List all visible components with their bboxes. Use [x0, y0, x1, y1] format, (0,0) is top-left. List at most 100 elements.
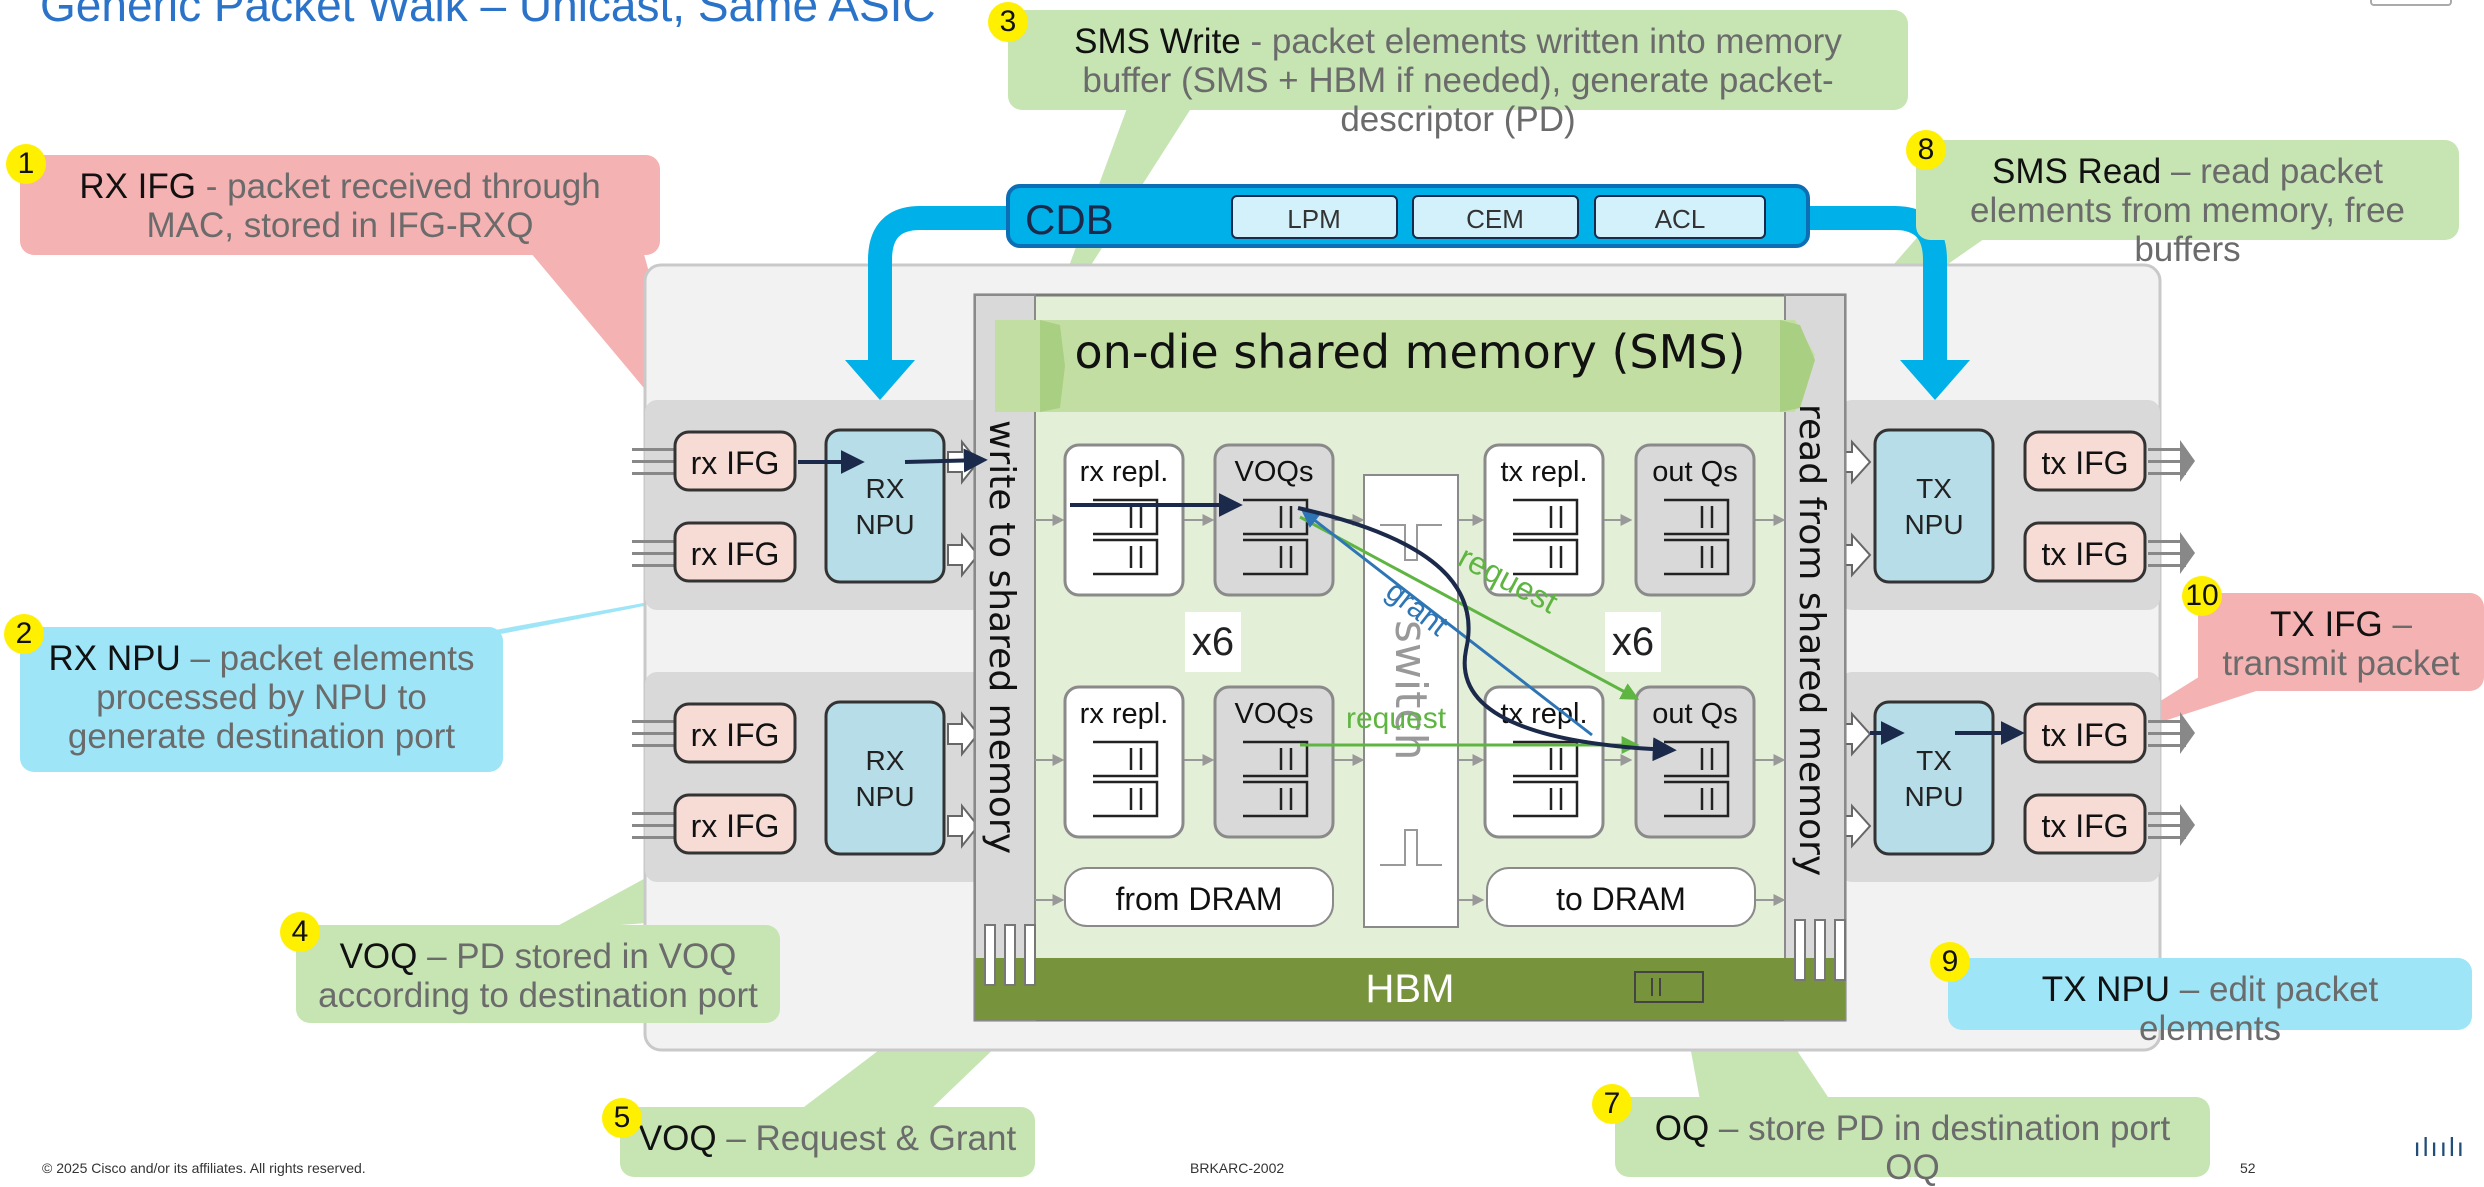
cdb-label: CDB: [1025, 196, 1114, 243]
rx-ifg-box: [673, 702, 797, 764]
hbm-label: HBM: [1366, 967, 1455, 1011]
read-column: [1784, 294, 1846, 1021]
tx-ifg-box: [2023, 430, 2147, 492]
out-qs-box-label: out Qs: [1652, 456, 1737, 488]
out-qs-box-label: out Qs: [1652, 698, 1737, 730]
tx-repl-box: [1483, 443, 1605, 597]
tx-repl-box-label: tx repl.: [1500, 456, 1587, 488]
queue-icon: [1093, 498, 1159, 536]
from-dram-label: from DRAM: [1115, 881, 1282, 917]
footer-copyright: © 2025 Cisco and/or its affiliates. All …: [42, 1160, 366, 1176]
callout-oq: OQ – store PD in destination port OQ: [1615, 1097, 2210, 1187]
queue-icon: [1513, 780, 1579, 818]
slide-title: Generic Packet Walk – Unicast, Same ASIC: [40, 0, 936, 31]
out-qs-box: [1634, 443, 1756, 597]
corner-decoration: [2370, 0, 2452, 6]
grant-arrow: [1301, 509, 1593, 737]
packet-path: [798, 448, 2025, 762]
switch-box: [1363, 474, 1459, 928]
rx-ifg-box: [673, 521, 797, 583]
tx-ifg-label: tx IFG: [2041, 536, 2128, 572]
queue-icon: [1513, 538, 1579, 576]
step-badge-9: 9: [1930, 942, 1970, 982]
rx-npu-label-line2: NPU: [855, 509, 914, 540]
step-badge-7: 7: [1592, 1084, 1632, 1124]
tx-npu-label-line1: TX: [1916, 745, 1952, 776]
queue-icon: [1243, 740, 1309, 778]
rx-npu-label-line1: RX: [866, 473, 905, 504]
hbm-vertical-arrows: [984, 919, 1846, 986]
tx-ifg-box: [2023, 702, 2147, 764]
tx-npu-box: [1873, 428, 1995, 584]
voqs-box: [1213, 443, 1335, 597]
gray-flow-lines: [1035, 514, 1786, 906]
rx-ifg-group: rx IFG rx IFG rx IFG rx IFG: [673, 430, 797, 855]
tx-npu-label-line1: TX: [1916, 473, 1952, 504]
callout-sms-read: SMS Read – read packet elements from mem…: [1916, 140, 2459, 269]
callout-rx-npu: RX NPU – packet elements processed by NP…: [20, 627, 503, 772]
rx-ifg-box: [673, 430, 797, 492]
callout-sms-write: SMS Write - packet elements written into…: [1008, 10, 1908, 139]
tx-ifg-label: tx IFG: [2041, 717, 2128, 753]
request-arrow: [1299, 515, 1640, 700]
rx-ifg-label: rx IFG: [691, 717, 780, 753]
rx-ifg-label: rx IFG: [691, 808, 780, 844]
hbm-bar: [975, 958, 1845, 1020]
step-badge-3: 3: [988, 2, 1028, 42]
rx-npu-box: [824, 700, 946, 856]
voqs-box-label: VOQs: [1235, 698, 1314, 730]
sms-label: on-die shared memory (SMS): [1075, 325, 1746, 379]
rx-input-arrows: [632, 448, 674, 839]
from-dram-box: [1064, 867, 1334, 927]
tx-npu-box: [1873, 700, 1995, 856]
tx-npu-label-line2: NPU: [1904, 781, 1963, 812]
cdb-table-lpm: [1231, 195, 1398, 239]
switch-label: switch: [1385, 620, 1436, 760]
queue-icon: [1664, 740, 1730, 778]
tx-output-arrows: [2148, 440, 2195, 846]
queue-icon: [1513, 498, 1579, 536]
queue-icon: [1093, 538, 1159, 576]
write-column: [974, 294, 1036, 1021]
rx-npu-label-line2: NPU: [855, 781, 914, 812]
hbm-queue-icon: [1634, 971, 1704, 1003]
footer-session-id: BRKARC-2002: [1190, 1160, 1285, 1176]
tx-npu-label-line2: NPU: [1904, 509, 1963, 540]
tx-ifg-label: tx IFG: [2041, 808, 2128, 844]
step-badge-2: 2: [4, 614, 44, 654]
cdb-table-cem-label: CEM: [1466, 204, 1524, 234]
queue-icon: [1664, 780, 1730, 818]
rx-repl-box-label: rx repl.: [1080, 698, 1169, 730]
queue-icon: [1664, 538, 1730, 576]
voqs-box: [1213, 685, 1335, 839]
callout-tx-ifg: TX IFG – transmit packet: [2198, 593, 2484, 691]
queue-icon: [1243, 538, 1309, 576]
cisco-logo: ılıılı: [2413, 1132, 2466, 1162]
tx-repl-box-label: tx repl.: [1500, 698, 1587, 730]
callout-voq-request-grant: VOQ – Request & Grant: [620, 1107, 1035, 1177]
tx-ifg-box: [2023, 793, 2147, 855]
queue-icon: [1243, 780, 1309, 818]
rx-ifg-label: rx IFG: [691, 445, 780, 481]
step-badge-8: 8: [1906, 130, 1946, 170]
queue-icon: [1093, 740, 1159, 778]
cdb-table-acl: [1594, 195, 1766, 239]
to-dram-box: [1486, 867, 1756, 927]
cdb-arrow-left: [868, 206, 1010, 365]
rx-ifg-box: [673, 793, 797, 855]
cdb-table-lpm-label: LPM: [1287, 204, 1340, 234]
voq-multiplier: x6: [1192, 620, 1234, 664]
write-label: write to shared memory: [981, 420, 1022, 854]
sms-banner: [995, 320, 1815, 412]
request-label: request: [1346, 702, 1447, 735]
switch-glyph: [1380, 524, 1442, 866]
oq-multiplier: x6: [1612, 620, 1654, 664]
tx-ifg-group: tx IFG tx IFG tx IFG tx IFG: [2023, 430, 2147, 855]
to-dram-label: to DRAM: [1556, 881, 1686, 917]
callout-rx-ifg: RX IFG - packet received through MAC, st…: [20, 155, 660, 255]
out-qs-box: [1634, 685, 1756, 839]
tx-ifg-box: [2023, 521, 2147, 583]
